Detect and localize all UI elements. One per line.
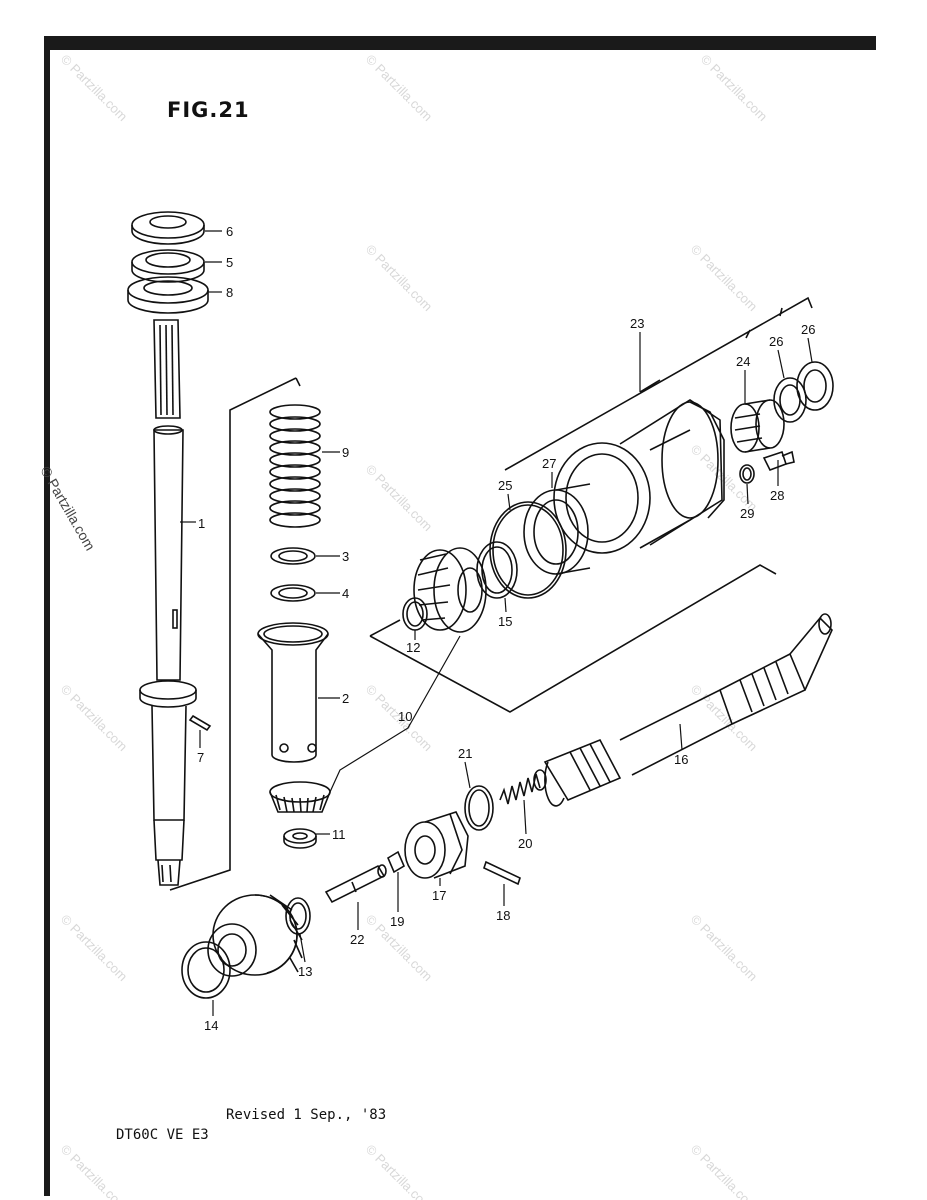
- watermark: © Partzilla.com: [363, 462, 436, 535]
- part-14-shim: [181, 941, 231, 999]
- model-code: DT60C VE E3: [116, 1127, 209, 1143]
- side-watermark: © Partzilla.com: [37, 464, 98, 554]
- part-13-shim: [285, 897, 311, 935]
- callout-label: 21: [458, 746, 472, 761]
- watermark: © Partzilla.com: [688, 912, 761, 985]
- callout-label: 26: [769, 334, 783, 349]
- part-20-spring: [499, 769, 547, 805]
- part-25-o-ring: [489, 501, 567, 599]
- part-1-driveshaft: [139, 319, 197, 886]
- callout-label: 17: [432, 888, 446, 903]
- callout-label: 5: [226, 255, 233, 270]
- watermark: © Partzilla.com: [363, 1142, 436, 1200]
- part-24-needle-bearing: [730, 399, 785, 453]
- part-4-washer: [270, 584, 316, 602]
- watermark: © Partzilla.com: [688, 242, 761, 315]
- part-2-sleeve: [257, 622, 329, 763]
- callout-label: 20: [518, 836, 532, 851]
- watermark: © Partzilla.com: [363, 52, 436, 125]
- part-18-pin: [483, 860, 521, 886]
- watermark: © Partzilla.com: [58, 682, 131, 755]
- callout-label: 9: [342, 445, 349, 460]
- watermark: © Partzilla.com: [688, 1142, 761, 1200]
- callout-label: 19: [390, 914, 404, 929]
- callout-label: 29: [740, 506, 754, 521]
- part-3-washer: [270, 547, 316, 565]
- callout-label: 22: [350, 932, 364, 947]
- part-27-bearing: [523, 483, 591, 575]
- callout-label: 27: [542, 456, 556, 471]
- callout-label: 23: [630, 316, 644, 331]
- callout-label: 7: [197, 750, 204, 765]
- watermark: © Partzilla.com: [58, 52, 131, 125]
- callout-label: 24: [736, 354, 750, 369]
- callout-label: 11: [332, 827, 346, 842]
- left-border-bar: [44, 36, 50, 1196]
- part-7-pin: [188, 714, 212, 732]
- part-21-ring: [464, 785, 494, 831]
- part-6-washer: [131, 211, 205, 245]
- callout-label: 18: [496, 908, 510, 923]
- watermark: © Partzilla.com: [58, 1142, 131, 1200]
- callout-label: 8: [226, 285, 233, 300]
- part-29-washer: [739, 464, 755, 484]
- bracket-lines-housing-group: [504, 296, 813, 471]
- leader-lines: [180, 230, 813, 1016]
- part-15-shim: [476, 541, 518, 599]
- part-5-bearing-race: [131, 249, 205, 283]
- callout-label: 16: [674, 752, 688, 767]
- figure-title: FIG.21: [167, 98, 250, 122]
- part-9-spring: [269, 404, 321, 528]
- part-8-bearing: [127, 276, 209, 314]
- part-26-oil-seal-2: [796, 361, 834, 411]
- callout-label: 26: [801, 322, 815, 337]
- part-23-bearing-housing: [553, 399, 725, 554]
- part-10-pinion-gear: [269, 781, 331, 813]
- callout-label: 2: [342, 691, 349, 706]
- watermark: © Partzilla.com: [363, 242, 436, 315]
- revision-note: Revised 1 Sep., '83: [226, 1107, 387, 1123]
- watermark: © Partzilla.com: [58, 912, 131, 985]
- part-11-nut: [283, 828, 317, 849]
- watermark-group: © Partzilla.com © Partzilla.com © Partzi…: [37, 52, 770, 1200]
- callout-label: 1: [198, 516, 205, 531]
- watermark: © Partzilla.com: [698, 52, 771, 125]
- callout-label: 15: [498, 614, 512, 629]
- part-17-clutch-dog: [404, 811, 469, 879]
- bracket-lines-sleeve-group: [169, 377, 301, 891]
- callout-label: 10: [398, 709, 412, 724]
- callout-label: 14: [204, 1018, 218, 1033]
- part-28-bolt: [762, 450, 795, 472]
- callout-label: 28: [770, 488, 784, 503]
- callout-label: 6: [226, 224, 233, 239]
- callout-labels: 1 2 3 4 5 6 7 8 9 10 11 12 13 14 15 16 1…: [197, 224, 815, 1033]
- watermark: © Partzilla.com: [688, 682, 761, 755]
- callout-label: 3: [342, 549, 349, 564]
- callout-label: 13: [298, 964, 312, 979]
- part-19-cam: [386, 850, 406, 874]
- callout-label: 12: [406, 640, 420, 655]
- bevel-gear-forward: [413, 547, 487, 633]
- part-16-propeller-shaft: [543, 613, 833, 807]
- callout-label: 25: [498, 478, 512, 493]
- callout-label: 4: [342, 586, 349, 601]
- bracket-lines-shaft-group: [369, 564, 777, 713]
- top-border-bar: [44, 36, 876, 50]
- part-22-push-rod: [324, 864, 387, 904]
